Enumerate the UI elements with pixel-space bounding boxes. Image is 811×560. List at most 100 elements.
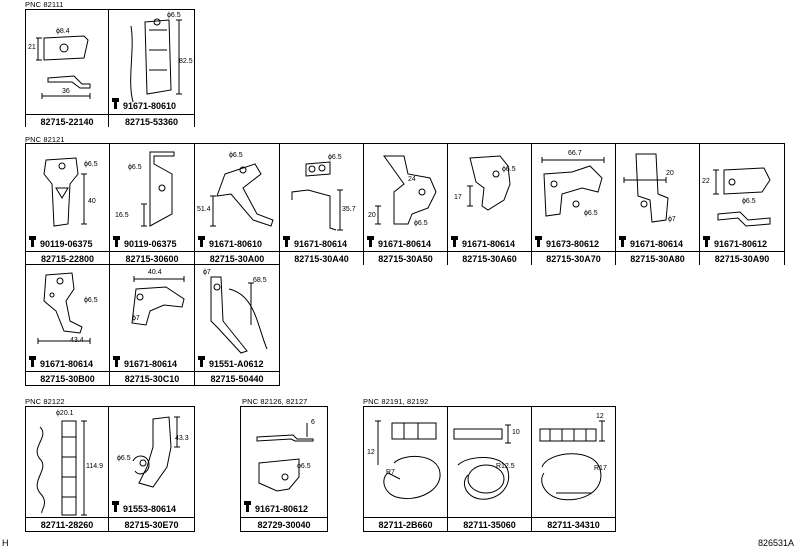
part-number: 82715-53360 xyxy=(109,114,194,128)
bolt-part-number: 91671-80614 xyxy=(40,359,94,369)
dim-label: ϕ6.5 xyxy=(584,210,598,217)
dim-label: 22 xyxy=(702,178,710,185)
bolt-icon xyxy=(244,501,251,512)
dim-label: ϕ7 xyxy=(203,269,211,276)
bolt-part-number: 90119-06375 xyxy=(124,239,177,249)
dim-label: ϕ6.5 xyxy=(328,154,342,161)
dim-label: ϕ6.5 xyxy=(117,455,131,462)
dim-label: 66.7 xyxy=(568,150,582,157)
pnc-label-82126-82127: PNC 82126, 82127 xyxy=(242,397,308,406)
part-number: 82715-50440 xyxy=(195,371,279,385)
part-cell-82715-22800[interactable]: ϕ6.5 40 90119-06375 82715-22800 xyxy=(25,143,110,265)
bolt-part-number: 91671-80614 xyxy=(378,239,432,249)
part-number: 82711-28260 xyxy=(26,517,108,531)
dim-label: 21 xyxy=(28,44,36,51)
bolt-icon xyxy=(451,236,458,247)
dim-label: ϕ7 xyxy=(668,216,676,223)
part-cell-82729-30040[interactable]: 6 ϕ6.5 91671-80612 82729-30040 xyxy=(240,406,328,532)
bolt-icon xyxy=(113,236,120,247)
bolt-part-number: 91551-A0612 xyxy=(209,359,264,369)
bolt-part-number: 91671-80612 xyxy=(255,504,309,514)
dim-label: 114.9 xyxy=(86,463,103,470)
footer-left-code: H xyxy=(2,538,9,548)
dim-label: 10 xyxy=(512,429,520,436)
part-number: 82715-30C10 xyxy=(110,371,194,385)
dim-label: 36 xyxy=(62,88,70,95)
dim-label: ϕ6.5 xyxy=(502,166,516,173)
dim-label: 51.4 xyxy=(197,206,211,213)
part-cell-82715-30A60[interactable]: ϕ6.5 17 91671-80614 82715-30A60 xyxy=(447,143,532,265)
part-cell-82715-30A40[interactable]: ϕ6.5 35.7 91671-80614 82715-30A40 xyxy=(279,143,364,265)
dim-label: ϕ6.5 xyxy=(414,220,428,227)
part-cell-82715-53360[interactable]: ϕ6.5 82.5 91671-80610 82715-53360 xyxy=(108,9,195,128)
dim-label: ϕ6.5 xyxy=(167,12,181,19)
dim-label: 43.4 xyxy=(70,337,84,344)
dim-label: R17 xyxy=(594,465,607,472)
bolt-icon xyxy=(198,356,205,367)
bolt-icon xyxy=(283,236,290,247)
part-cell-82715-50440[interactable]: ϕ7 68.5 91551-A0612 82715-50440 xyxy=(194,264,280,386)
part-number: 82715-30E70 xyxy=(109,517,194,531)
bolt-part-number: 91671-80614 xyxy=(630,239,684,249)
pnc-label-82121: PNC 82121 xyxy=(25,135,65,144)
part-number: 82715-30A50 xyxy=(364,251,447,265)
part-cell-82715-30A00[interactable]: ϕ6.5 51.4 91671-80610 82715-30A00 xyxy=(194,143,280,265)
bolt-part-number: 91673-80612 xyxy=(546,239,600,249)
bolt-icon xyxy=(367,236,374,247)
dim-label: ϕ6.5 xyxy=(742,198,756,205)
part-number: 82729-30040 xyxy=(241,517,327,531)
dim-label: 40.4 xyxy=(148,269,162,276)
part-number: 82711-2B660 xyxy=(364,517,447,531)
dim-label: 24 xyxy=(408,176,416,183)
part-number: 82715-30A00 xyxy=(195,251,279,265)
part-cell-82715-30A70[interactable]: 66.7 ϕ6.5 91673-80612 82715-30A70 xyxy=(531,143,616,265)
part-number: 82715-30A80 xyxy=(616,251,699,265)
part-number: 82715-30A40 xyxy=(280,251,363,265)
dim-label: 17 xyxy=(454,194,462,201)
bolt-icon xyxy=(198,236,205,247)
part-number: 82715-30A60 xyxy=(448,251,531,265)
part-cell-82711-35060[interactable]: 10 R12.5 82711-35060 xyxy=(447,406,532,532)
pnc-label-82111: PNC 82111 xyxy=(25,0,64,9)
pnc-label-82191-82192: PNC 82191, 82192 xyxy=(363,397,429,406)
part-number: 82715-30600 xyxy=(110,251,194,265)
part-cell-82715-30600[interactable]: ϕ6.5 16.5 90119-06375 82715-30600 xyxy=(109,143,195,265)
part-cell-82711-2B660[interactable]: 12 R7 82711-2B660 xyxy=(363,406,448,532)
dim-label: 68.5 xyxy=(253,277,267,284)
part-number: 82715-30B00 xyxy=(26,371,109,385)
bolt-part-number: 91671-80614 xyxy=(462,239,516,249)
part-number: 82715-22140 xyxy=(26,114,108,128)
dim-label: 12 xyxy=(596,413,604,420)
dim-label: R12.5 xyxy=(496,463,515,470)
part-number: 82715-30A70 xyxy=(532,251,615,265)
part-cell-82711-28260[interactable]: ϕ20.1 114.9 82711-28260 xyxy=(25,406,109,532)
dim-label: ϕ6.5 xyxy=(84,161,98,168)
part-cell-82715-22140[interactable]: ϕ8.4 21 36 82715-22140 xyxy=(25,9,109,128)
bolt-icon xyxy=(703,236,710,247)
dim-label: 20 xyxy=(368,212,376,219)
bolt-part-number: 91671-80612 xyxy=(714,239,768,249)
part-cell-82715-30A90[interactable]: 22 ϕ6.5 91671-80612 82715-30A90 xyxy=(699,143,785,265)
dim-label: ϕ6.5 xyxy=(128,164,142,171)
part-cell-82715-30A80[interactable]: 20 ϕ7 91671-80614 82715-30A80 xyxy=(615,143,700,265)
part-cell-82715-30A50[interactable]: 24 20 ϕ6.5 91671-80614 82715-30A50 xyxy=(363,143,448,265)
part-cell-82715-30E70[interactable]: ϕ6.5 43.3 91553-80614 82715-30E70 xyxy=(108,406,195,532)
bolt-part-number: 91671-80614 xyxy=(294,239,348,249)
dim-label: 43.3 xyxy=(175,435,189,442)
part-cell-82715-30B00[interactable]: ϕ6.5 43.4 91671-80614 82715-30B00 xyxy=(25,264,110,386)
bolt-part-number: 91671-80614 xyxy=(124,359,178,369)
dim-label: 6 xyxy=(311,419,315,426)
dim-label: 82.5 xyxy=(179,58,193,65)
part-cell-82711-34310[interactable]: 12 R17 82711-34310 xyxy=(531,406,616,532)
bolt-icon xyxy=(619,236,626,247)
pnc-label-82122: PNC 82122 xyxy=(25,397,65,406)
dim-label: ϕ6.5 xyxy=(84,297,98,304)
bolt-icon xyxy=(29,356,36,367)
dim-label: R7 xyxy=(386,469,395,476)
part-cell-82715-30C10[interactable]: 40.4 ϕ7 91671-80614 82715-30C10 xyxy=(109,264,195,386)
part-number: 82715-22800 xyxy=(26,251,109,265)
dim-label: ϕ8.4 xyxy=(56,28,70,35)
bolt-part-number: 91671-80610 xyxy=(209,239,263,249)
dim-label: 40 xyxy=(88,198,96,205)
